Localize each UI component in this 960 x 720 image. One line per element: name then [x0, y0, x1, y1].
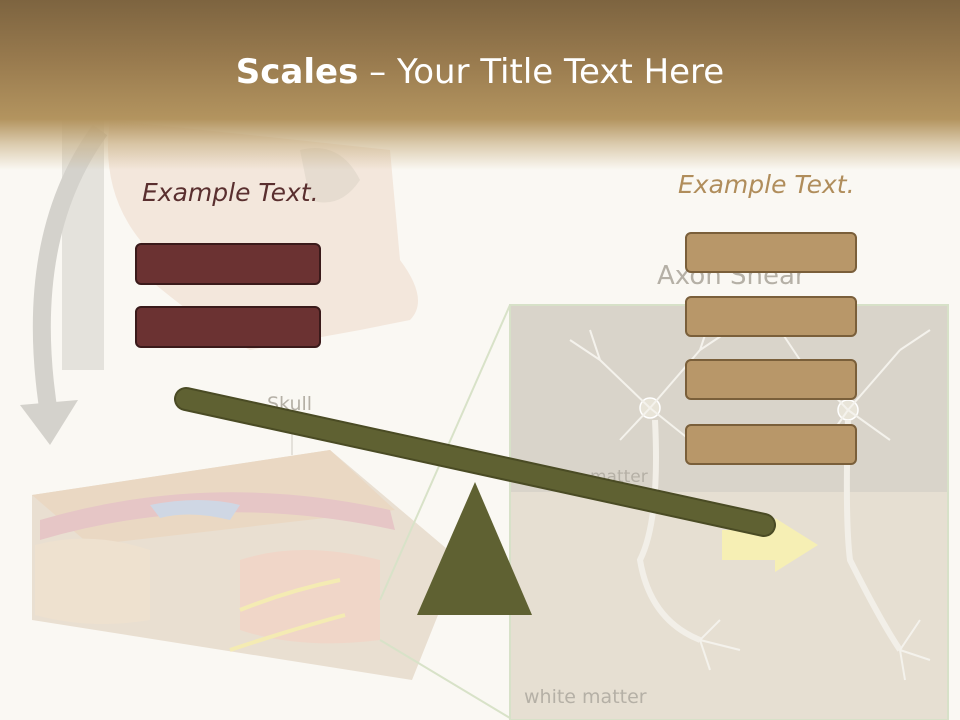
slide-title: Scales – Your Title Text Here	[0, 52, 960, 92]
right-text-box-1[interactable]	[685, 232, 857, 273]
white-matter-label: white matter	[524, 686, 647, 708]
title-rest: – Your Title Text Here	[358, 52, 725, 92]
right-text-box-3[interactable]	[685, 359, 857, 400]
left-text-box-1[interactable]	[135, 243, 321, 285]
left-example-heading: Example Text.	[142, 178, 319, 207]
title-banner	[0, 0, 960, 170]
title-bold: Scales	[235, 52, 359, 92]
right-text-box-4[interactable]	[685, 424, 857, 465]
right-text-box-2[interactable]	[685, 296, 857, 337]
left-text-box-2[interactable]	[135, 306, 321, 348]
scale-fulcrum	[417, 482, 532, 615]
right-example-heading: Example Text.	[678, 170, 855, 199]
